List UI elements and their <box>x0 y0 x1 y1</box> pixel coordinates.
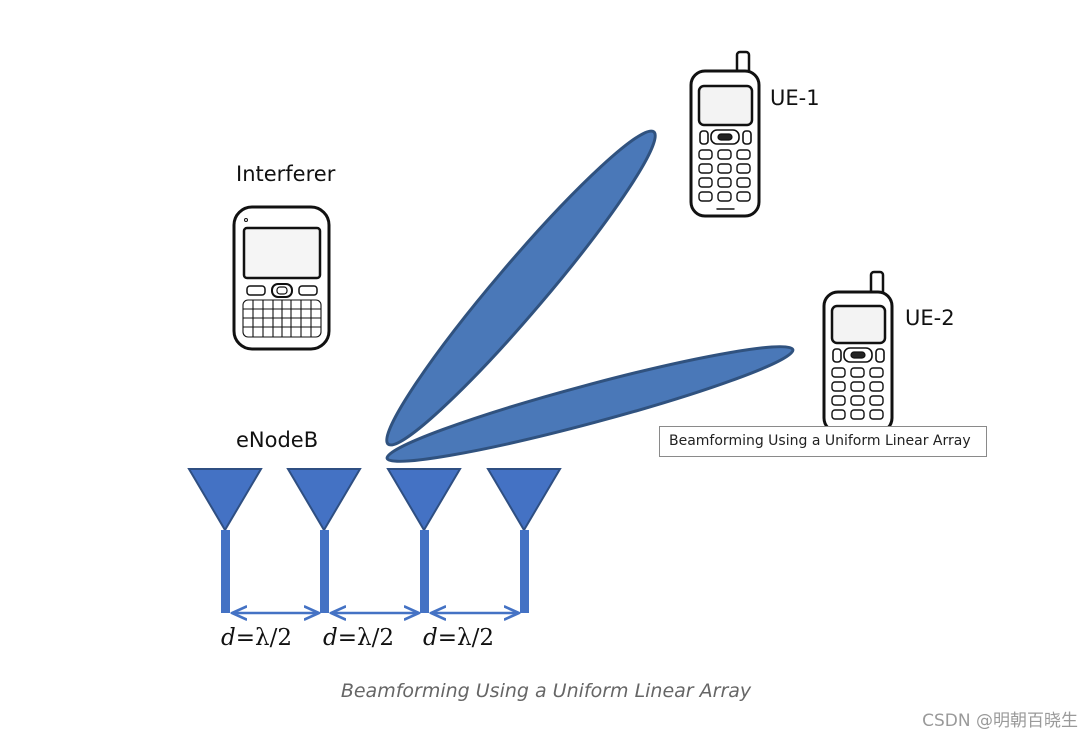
ue1-phone-icon <box>689 50 761 218</box>
spacing-var: d <box>323 625 338 651</box>
spacing-label-1: d=λ/2 <box>221 627 292 650</box>
spacing-expr: =λ/2 <box>337 625 394 651</box>
antenna-element-1 <box>187 468 263 613</box>
beam-to-ue1 <box>385 129 657 447</box>
spacing-label-3: d=λ/2 <box>423 627 494 650</box>
watermark: CSDN @明朝百晓生 <box>922 711 1078 731</box>
antenna-element-2 <box>286 468 362 613</box>
ue1-label: UE-1 <box>770 86 820 110</box>
figure-caption: Beamforming Using a Uniform Linear Array <box>340 680 752 702</box>
enodeb-label: eNodeB <box>236 428 319 452</box>
spacing-var: d <box>423 625 438 651</box>
antenna-array <box>187 468 562 613</box>
antenna-element-4 <box>486 468 562 613</box>
interferer-phone-icon <box>232 205 331 351</box>
beam-to-ue2 <box>385 345 795 463</box>
image-tooltip: Beamforming Using a Uniform Linear Array <box>659 426 987 457</box>
ue2-label: UE-2 <box>905 306 955 330</box>
interferer-label: Interferer <box>236 162 336 186</box>
spacing-expr: =λ/2 <box>235 625 292 651</box>
spacing-expr: =λ/2 <box>437 625 494 651</box>
ue2-phone-icon <box>822 270 894 434</box>
spacing-label-2: d=λ/2 <box>323 627 394 650</box>
antenna-element-3 <box>386 468 462 613</box>
spacing-var: d <box>221 625 236 651</box>
